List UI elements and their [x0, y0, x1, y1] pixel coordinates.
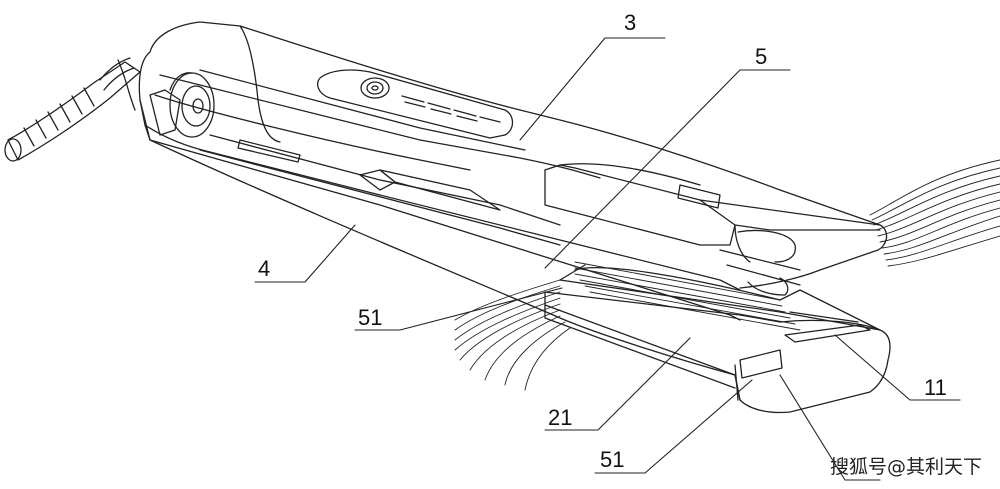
- label-5: 5: [755, 44, 768, 69]
- leader-11: [835, 335, 960, 400]
- watermark-text: 搜狐号@其利天下: [829, 456, 982, 478]
- hinge-wheel: [150, 73, 214, 137]
- label-21: 21: [548, 405, 573, 430]
- leader-bottom-right: [780, 375, 880, 480]
- bottom-plate-assembly: [150, 140, 890, 413]
- leader-lines: [255, 38, 960, 480]
- hair-strands-right: [870, 160, 1000, 266]
- label-51-bottom: 51: [600, 447, 625, 472]
- label-4: 4: [258, 256, 271, 281]
- lower-arm-housing: [140, 100, 740, 320]
- label-3: 3: [624, 10, 637, 35]
- control-panel: [318, 70, 513, 138]
- leader-3: [520, 38, 665, 140]
- label-51-top: 51: [358, 305, 383, 330]
- leader-21: [545, 338, 690, 430]
- leader-51-top: [355, 288, 562, 330]
- leader-51-bottom: [595, 380, 752, 473]
- leader-5: [545, 70, 790, 268]
- label-11: 11: [924, 375, 947, 400]
- leader-4: [255, 225, 355, 282]
- hair-strands-left: [455, 262, 800, 390]
- power-cord: [5, 58, 140, 161]
- upper-arm-housing: [139, 22, 886, 288]
